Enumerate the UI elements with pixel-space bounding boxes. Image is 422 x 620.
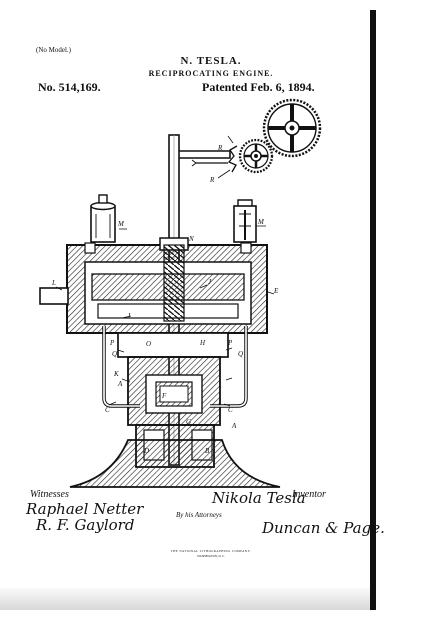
label-q-left: Q [112, 350, 117, 358]
inlet-pipe [39, 287, 69, 305]
label-i: I [127, 312, 131, 320]
label-d: D [143, 447, 149, 455]
label-h: H [199, 339, 206, 347]
label-p-left: P [109, 339, 115, 347]
small-gear-teeth [238, 138, 274, 174]
inventor-signature: Nikola Tesla [212, 489, 306, 507]
label-m-right: M [257, 218, 265, 226]
witnesses-label: Witnesses [30, 489, 69, 500]
printer-credit: THE NATIONAL LITHOGRAPHING COMPANY, [170, 549, 252, 553]
scan-bottom-shade [0, 588, 376, 610]
label-o: O [146, 340, 151, 348]
label-k: K [113, 370, 119, 378]
label-j: J [208, 278, 212, 286]
label-e: E [273, 287, 279, 295]
label-m-left: M [117, 220, 125, 228]
label-p-right: P [227, 339, 233, 347]
patent-number: No. 514,169. [38, 80, 101, 94]
large-gear-teeth [262, 98, 322, 158]
inventor-heading: N. TESLA. [180, 55, 242, 67]
engine-base [69, 439, 281, 488]
label-b: B [205, 447, 210, 455]
scan-right-edge [370, 10, 376, 610]
attorney-signature: Duncan & Page. [262, 519, 385, 537]
left-oil-cup [90, 194, 116, 243]
inventor-label: Inventor [292, 489, 326, 500]
label-c-right: C [228, 406, 233, 414]
no-model-note: (No Model.) [36, 46, 71, 54]
label-c-left: C [105, 406, 110, 414]
crank-lever [167, 150, 231, 167]
label-f: F [161, 392, 167, 400]
cylinder-body [66, 237, 268, 334]
central-spring [163, 244, 185, 322]
label-n: N [188, 235, 194, 243]
label-a-right: A [231, 422, 237, 430]
witness-signature-2: R. F. Gaylord [36, 516, 135, 534]
printer-location: WASHINGTON, D. C. [197, 554, 225, 558]
label-q-right: Q [238, 350, 243, 358]
patent-date: Patented Feb. 6, 1894. [202, 80, 315, 94]
label-l: L [51, 279, 56, 287]
label-a-left: A [117, 380, 123, 388]
label-g: G [186, 418, 191, 426]
witness-signature-1: Raphael Netter [26, 500, 144, 518]
patent-title: RECIPROCATING ENGINE. [148, 69, 274, 78]
label-r-top: R [217, 144, 223, 152]
by-attorneys-label: By his Attorneys [176, 511, 222, 519]
right-oil-cup [233, 199, 257, 243]
label-r-bottom: R [209, 176, 215, 184]
gear-train [227, 98, 322, 174]
